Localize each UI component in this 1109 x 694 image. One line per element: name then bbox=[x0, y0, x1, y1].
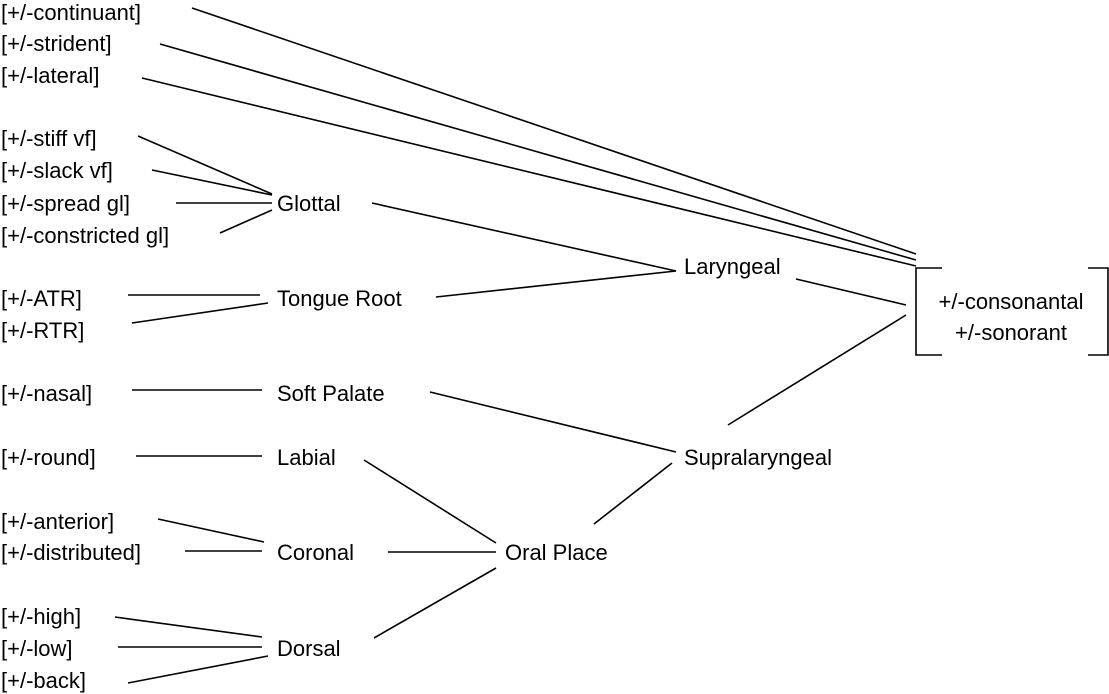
edge-strident-root bbox=[159, 43, 917, 261]
feature-back: [+/-back] bbox=[1, 668, 86, 693]
feature-atr: [+/-ATR] bbox=[1, 286, 82, 311]
node-dorsal: Dorsal bbox=[277, 636, 341, 661]
feature-stiff-vf: [+/-stiff vf] bbox=[1, 126, 97, 151]
node-supralaryngeal: Supralaryngeal bbox=[684, 445, 832, 470]
edge-dorsal-oralplace bbox=[373, 567, 497, 639]
feature-continuant: [+/-continuant] bbox=[1, 0, 142, 25]
feature-low: [+/-low] bbox=[1, 636, 73, 661]
node-soft-palate: Soft Palate bbox=[277, 381, 385, 406]
node-oral-place: Oral Place bbox=[505, 540, 608, 565]
edge-high-dorsal bbox=[114, 616, 263, 638]
node-labial: Labial bbox=[277, 445, 336, 470]
root-bracket-left bbox=[915, 267, 942, 356]
root-consonantal: +/-consonantal bbox=[938, 289, 1084, 314]
feature-lateral: [+/-lateral] bbox=[1, 63, 100, 88]
edge-stiffvf-glottal bbox=[137, 135, 273, 195]
root-node: +/-consonantal +/-sonorant bbox=[916, 286, 1106, 348]
feature-strident: [+/-strident] bbox=[1, 31, 112, 56]
edge-lateral-root bbox=[141, 77, 917, 267]
node-coronal: Coronal bbox=[277, 540, 355, 565]
edge-labial-oralplace bbox=[363, 459, 497, 544]
feature-round: [+/-round] bbox=[1, 445, 96, 470]
node-glottal: Glottal bbox=[277, 191, 341, 216]
feature-nasal: [+/-nasal] bbox=[1, 381, 93, 406]
feature-rtr: [+/-RTR] bbox=[1, 318, 85, 343]
edge-softpalate-supralaryngeal bbox=[429, 391, 677, 453]
edge-rtr-tongueroot bbox=[131, 302, 269, 324]
edge-slackvf-glottal bbox=[151, 169, 273, 196]
edge-oralplace-supralaryngeal bbox=[593, 462, 673, 525]
edge-constrictedgl-glottal bbox=[219, 209, 273, 234]
feature-high: [+/-high] bbox=[1, 604, 82, 629]
feature-spread-gl: [+/-spread gl] bbox=[1, 191, 131, 216]
node-laryngeal: Laryngeal bbox=[684, 254, 781, 279]
edge-continuant-root bbox=[191, 7, 917, 255]
feature-slack-vf: [+/-slack vf] bbox=[1, 158, 113, 183]
edge-tongueroot-laryngeal bbox=[435, 270, 677, 298]
edge-anterior-coronal bbox=[157, 518, 265, 543]
root-bracket-right bbox=[1088, 267, 1109, 356]
node-tongue-root: Tongue Root bbox=[277, 286, 402, 311]
feature-constricted-gl: [+/-constricted gl] bbox=[1, 223, 170, 248]
edge-supralaryngeal-root bbox=[727, 314, 907, 426]
edge-back-dorsal bbox=[127, 655, 269, 684]
feature-distributed: [+/-distributed] bbox=[1, 540, 142, 565]
edge-glottal-laryngeal bbox=[371, 202, 677, 272]
root-sonorant: +/-sonorant bbox=[955, 320, 1067, 345]
feature-anterior: [+/-anterior] bbox=[1, 509, 115, 534]
edge-laryngeal-root bbox=[795, 278, 907, 306]
